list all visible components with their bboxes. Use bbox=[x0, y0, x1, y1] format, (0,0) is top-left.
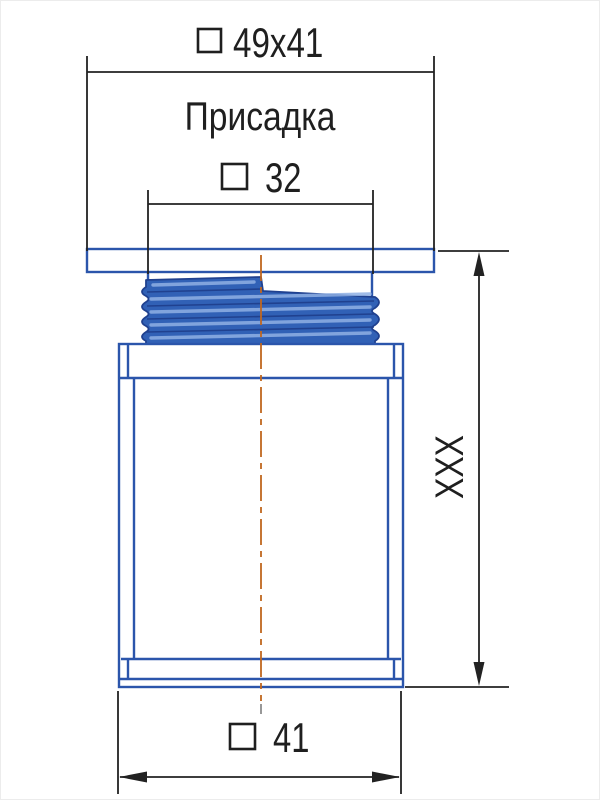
height-dimension-label: XXX bbox=[427, 435, 472, 499]
body-dimension-label: 41 bbox=[273, 714, 309, 761]
height-arrow-up-icon bbox=[473, 252, 485, 276]
body-arrow-left-icon bbox=[119, 771, 147, 783]
labels: 49x41 Присадка 32 XXX 41 bbox=[185, 20, 472, 761]
thread-highlight bbox=[151, 280, 256, 287]
flange-dimension-label: 49x41 bbox=[233, 20, 323, 67]
square-symbol-icon bbox=[196, 27, 223, 54]
dimension-lines bbox=[86, 56, 509, 794]
thread-highlight bbox=[149, 292, 372, 301]
body-arrow-right-icon bbox=[372, 771, 400, 783]
thread-dimension-label: 32 bbox=[265, 154, 301, 201]
thread-ridge-separator bbox=[146, 288, 263, 293]
square-symbol-icon bbox=[228, 722, 257, 751]
dimension-arrows bbox=[119, 252, 485, 783]
height-arrow-down-icon bbox=[473, 662, 485, 686]
thread-ridge-separator bbox=[146, 326, 375, 333]
part-note-label: Присадка bbox=[185, 94, 336, 138]
square-symbol-icon bbox=[220, 162, 249, 191]
